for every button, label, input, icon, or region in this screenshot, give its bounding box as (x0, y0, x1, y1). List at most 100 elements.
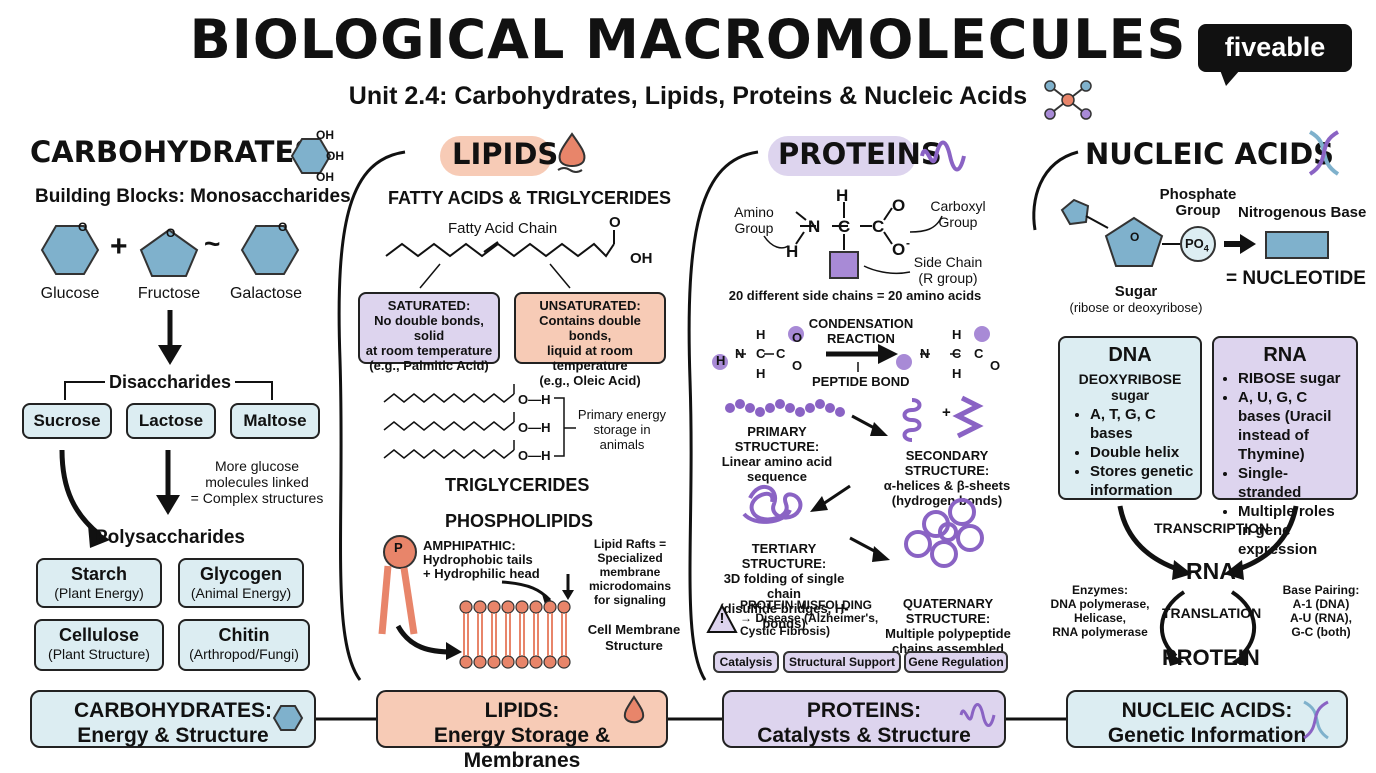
carbonyl-oxygen: O (609, 214, 621, 231)
secondary-structure-label: SECONDARY STRUCTURE: α-helices & β-sheet… (883, 448, 1011, 508)
n-h: H (716, 353, 726, 368)
molecule-icon (1044, 80, 1092, 120)
lipids-heading: LIPIDS (452, 137, 559, 171)
peptide-bond-label: PEPTIDE BOND (812, 374, 910, 389)
warning-icon (706, 604, 738, 633)
summary-carbs-title: CARBOHYDRATES: (74, 699, 272, 722)
c2-right: C (974, 346, 984, 361)
plus-sign: + (110, 230, 128, 263)
chain-label: Fatty Acid Chain (448, 220, 558, 237)
amino-group-label: Amino Group (734, 204, 774, 236)
carboxyl-ominus: O (892, 240, 906, 259)
triglycerides-label: TRIGLYCERIDES (445, 475, 590, 495)
summary-proteins-sub: Catalysts & Structure (757, 724, 971, 747)
nucleotide-label: = NUCLEOTIDE (1226, 268, 1366, 289)
summary-proteins-title: PROTEINS: (806, 699, 922, 722)
fiveable-logo: fiveable (1198, 24, 1352, 86)
h-top-right: H (952, 327, 962, 342)
triglyceride-structure (383, 384, 515, 459)
dna-item: Stores genetic information (1090, 462, 1200, 500)
droplet-icon (623, 695, 645, 724)
ring-oxygen: O (78, 220, 88, 234)
carbs-heading: CARBOHYDRATES (30, 135, 316, 169)
sucrose-box: Sucrose (22, 403, 112, 439)
glycerol-bracket (554, 397, 576, 457)
alpha-c: C (838, 217, 851, 236)
glycogen-name: Glycogen (199, 564, 283, 584)
membrane-arrows (395, 574, 574, 660)
ring-oxygen: O (166, 226, 176, 240)
summary-lipids-title: LIPIDS: (484, 699, 560, 722)
structure-plus: + (942, 404, 951, 421)
starch-box: Starch (Plant Energy) (36, 558, 162, 608)
amine-n: N (808, 217, 821, 236)
po4-sub: 4 (1203, 243, 1209, 254)
glycogen-sub: (Animal Energy) (190, 585, 292, 601)
tertiary-structure-label: TERTIARY STRUCTURE: 3D folding of single… (719, 541, 849, 631)
h-top-left: H (756, 327, 766, 342)
enzymes-note: Enzymes: DNA polymerase, Helicase, RNA p… (1050, 583, 1150, 639)
page-subtitle: Unit 2.4: Carbohydrates, Lipids, Protein… (348, 82, 1028, 110)
dna-box: DNA DEOXYRIBOSE sugar A, T, G, C bases D… (1058, 336, 1202, 500)
warning-mark: ! (719, 610, 725, 627)
alpha-h: H (836, 186, 849, 205)
oh-label: OH (316, 170, 334, 184)
rna-item: A, U, G, C bases (Uracil instead of Thym… (1238, 388, 1350, 464)
chitin-sub: (Arthropod/Fungi) (189, 646, 299, 662)
base-pairing-note: Base Pairing: A-1 (DNA) A-U (RNA), G-C (… (1282, 583, 1360, 639)
hexagon-ring-icon (290, 138, 332, 174)
pentose-oxygen: O (1130, 230, 1140, 244)
tertiary-quaternary-art (742, 484, 984, 568)
rna-center-label: RNA (1186, 558, 1236, 584)
disaccharides-label: Disaccharides (108, 372, 232, 392)
summary-proteins: PROTEINS: Catalysts & Structure (722, 690, 1006, 748)
fructose-label: Fructose (137, 285, 201, 302)
dna-helix-icon (1308, 130, 1340, 176)
summary-carbs: CARBOHYDRATES: Energy & Structure (30, 690, 316, 748)
monosaccharide-rings (40, 225, 300, 277)
dna-sugar: DEOXYRIBOSE sugar (1078, 371, 1182, 403)
starch-sub: (Plant Energy) (54, 585, 144, 601)
carboxyl-c: C (872, 217, 885, 236)
dna-item: A, T, G, C bases (1090, 405, 1200, 443)
carboxyl-group-label: Carboxyl Group (930, 198, 986, 230)
phosphate-group-label: Phosphate Group (1159, 186, 1237, 219)
cellulose-sub: (Plant Structure) (48, 646, 150, 662)
amino-acid-structure (763, 202, 943, 279)
cellulose-box: Cellulose (Plant Structure) (34, 619, 164, 671)
role-catalysis: Catalysis (713, 651, 779, 673)
twenty-amino-acids: 20 different side chains = 20 amino acid… (728, 288, 982, 303)
o-left: O (792, 330, 803, 345)
rna-item: Multiple roles in gene expression (1238, 502, 1350, 559)
role-gene-regulation: Gene Regulation (904, 651, 1008, 673)
c2-left: C (776, 346, 786, 361)
summary-nucleic: NUCLEIC ACIDS: Genetic Information (1066, 690, 1348, 748)
glucose-label: Glucose (40, 285, 100, 302)
ring-oxygen: O (278, 220, 288, 234)
helix-icon (920, 140, 966, 172)
carbs-arrows (59, 310, 273, 548)
transcription-label: TRANSCRIPTION (1154, 520, 1270, 536)
polysaccharides-label: Polysaccharides (95, 527, 245, 548)
saturated-box: SATURATED: No double bonds, solid at roo… (358, 292, 500, 373)
rna-item: RIBOSE sugar (1238, 369, 1350, 388)
dna-item: Double helix (1090, 443, 1200, 462)
summary-nucleic-title: NUCLEIC ACIDS: (1121, 699, 1293, 722)
primary-structure-label: PRIMARY STRUCTURE: Linear amino acid seq… (721, 424, 833, 484)
quaternary-structure-label: QUATERNARY STRUCTURE: Multiple polypepti… (885, 596, 1011, 656)
amphipathic-note: AMPHIPATHIC: Hydrophobic tails + Hydroph… (423, 538, 540, 581)
role-structural-support: Structural Support (783, 651, 901, 673)
carboxyl-o: O (892, 196, 906, 215)
condensation-label: CONDENSATION REACTION (808, 316, 914, 346)
h-bot-left: H (756, 366, 766, 381)
fatty-acid-chain (385, 230, 615, 289)
hexagon-ring-icon (272, 705, 304, 731)
n-right: N (920, 346, 930, 361)
primary-secondary-art (725, 395, 984, 442)
proteins-heading: PROTEINS (778, 137, 942, 171)
charge-minus: - (906, 236, 910, 250)
fatty-acids-title: FATTY ACIDS & TRIGLYCERIDES (388, 188, 672, 208)
starch-name: Starch (70, 564, 128, 584)
lipid-rafts-note: Lipid Rafts = Specialized membrane micro… (588, 537, 672, 607)
